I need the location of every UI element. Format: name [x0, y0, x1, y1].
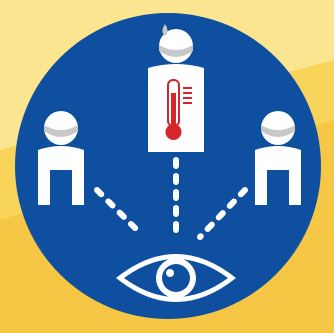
thermometer-mercury — [171, 93, 176, 129]
eye-pupil — [162, 264, 190, 292]
eye-highlight — [166, 269, 174, 277]
thermometer-bulb — [166, 124, 182, 140]
